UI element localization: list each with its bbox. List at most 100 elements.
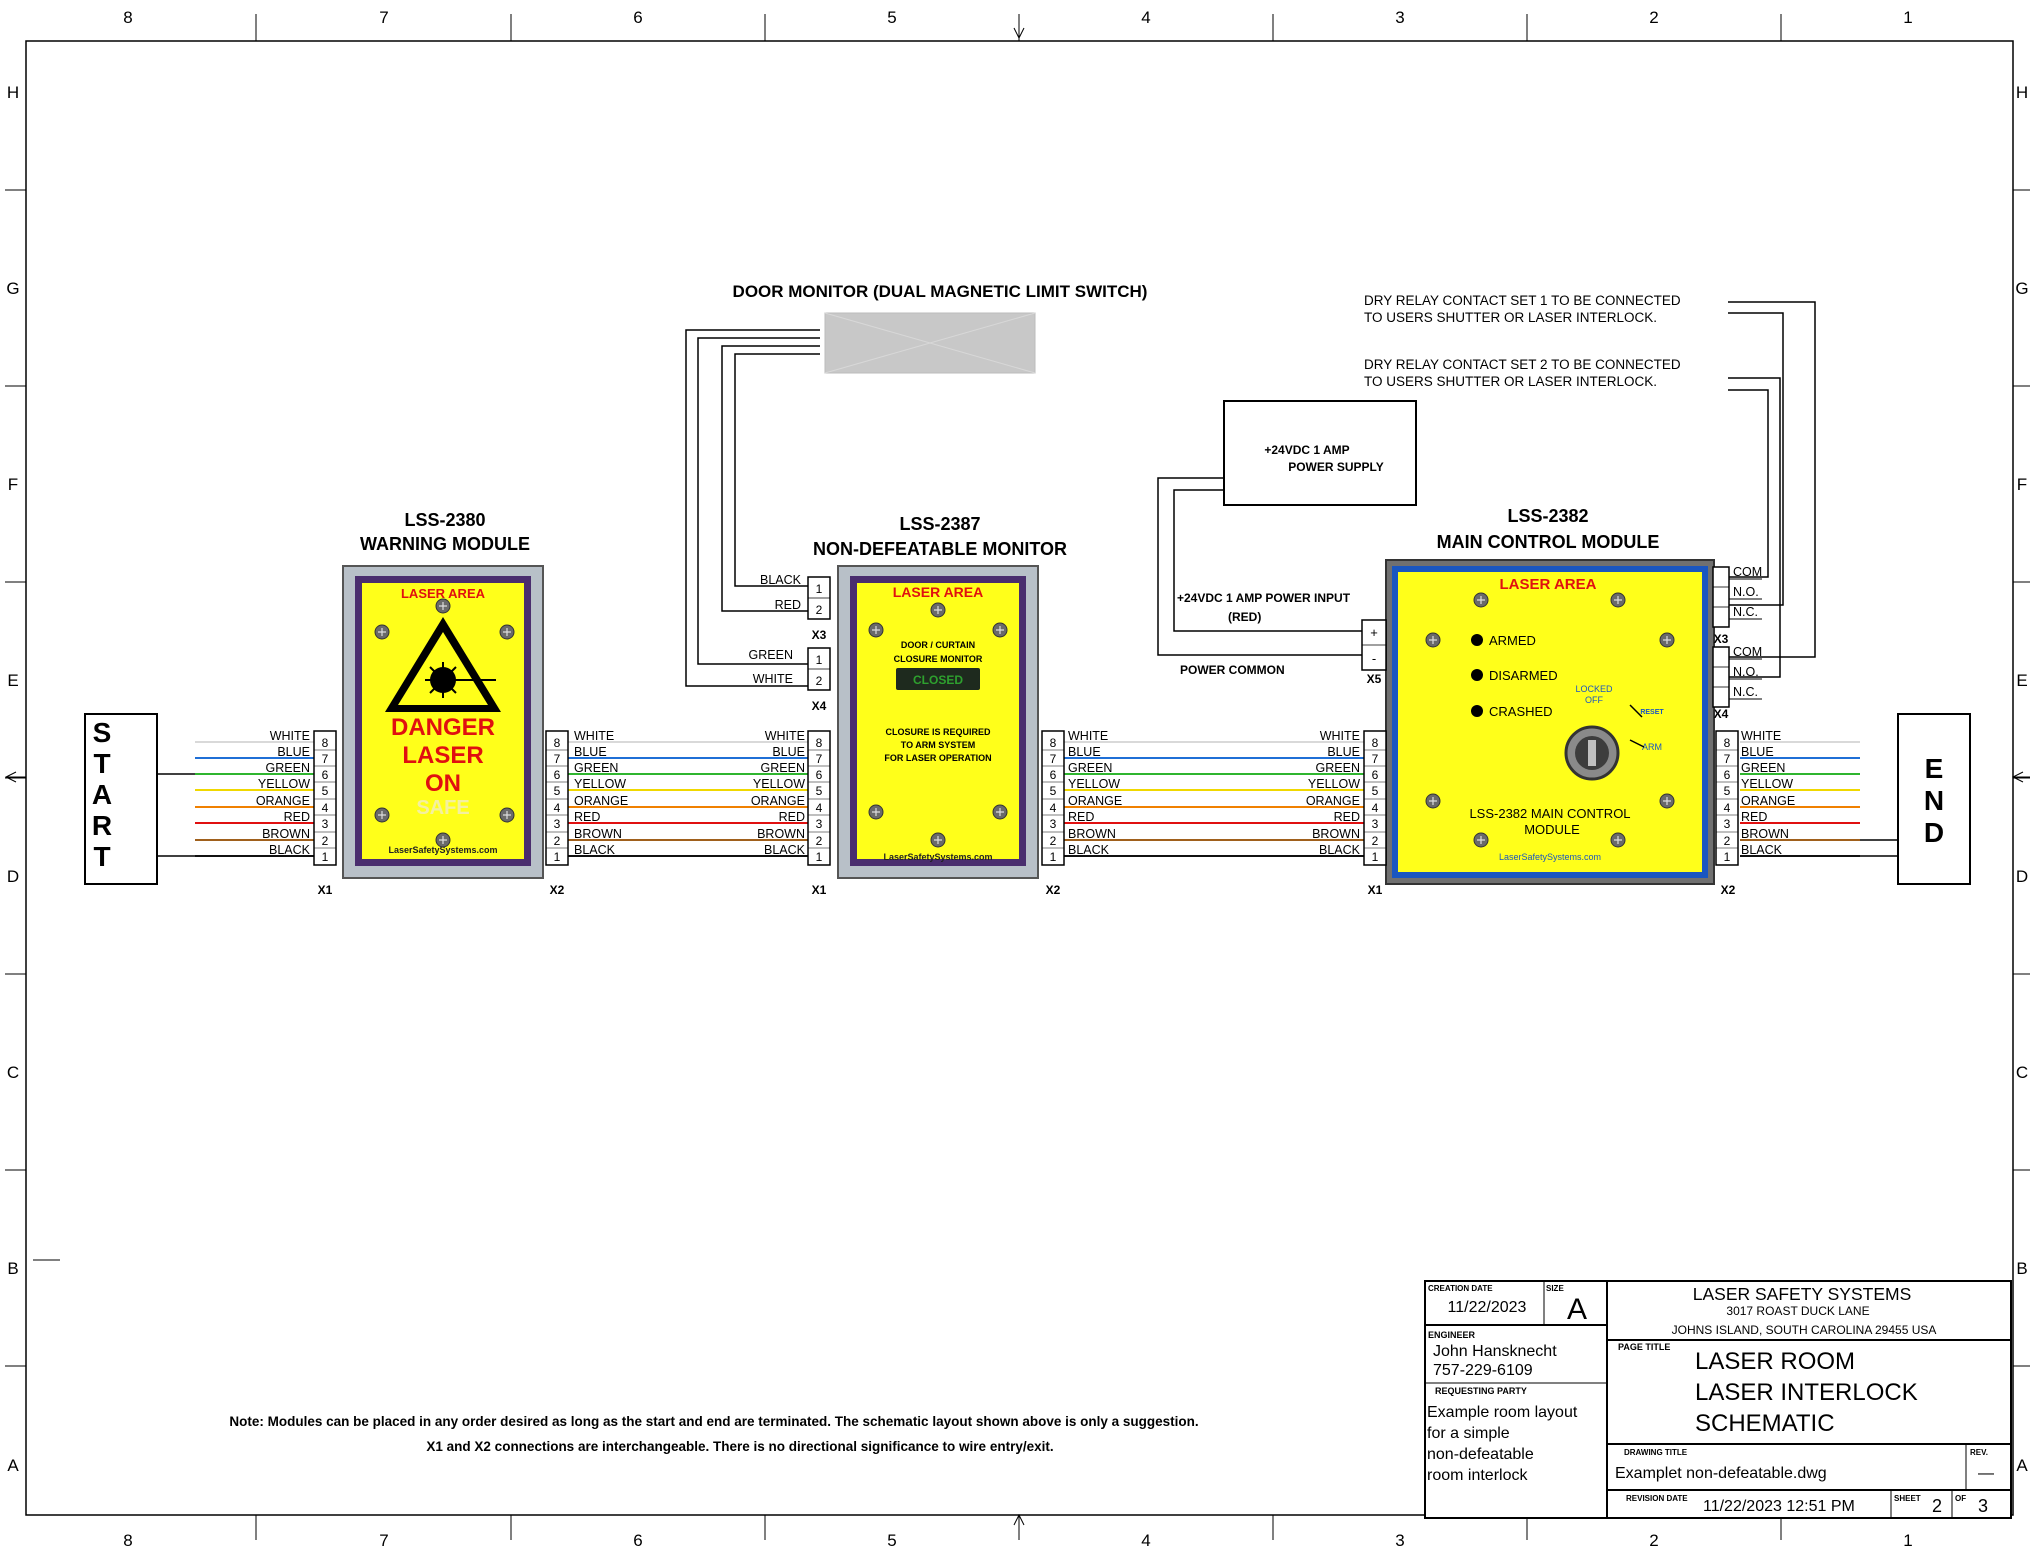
company-address2: JOHNS ISLAND, SOUTH CAROLINA 29455 USA — [1672, 1323, 1937, 1337]
crashed-label: CRASHED — [1489, 704, 1553, 719]
wire-label: WHITE — [1320, 729, 1360, 743]
size-value: A — [1567, 1293, 1587, 1326]
row-label-left: G — [6, 279, 19, 298]
terminal-pin-5: 5 — [816, 784, 823, 798]
requesting-line2: for a simple — [1427, 1425, 1510, 1442]
terminal-pin-2: 2 — [816, 834, 823, 848]
relay-set2-wire — [1727, 377, 1781, 678]
screw-slot — [1614, 596, 1622, 604]
terminal-pin-7: 7 — [554, 752, 561, 766]
warning-module: LSS-2380 WARNING MODULE LASER AREA DANGE… — [342, 510, 544, 879]
terminal-pin-2: 2 — [816, 603, 823, 617]
center-arrow-bottom — [1013, 1513, 1025, 1540]
screw-slot — [439, 836, 447, 844]
row-label-left: A — [7, 1456, 19, 1475]
wire-label: GREEN — [266, 761, 310, 775]
x4-relay-terminal — [1712, 646, 1730, 708]
column-label-top: 5 — [887, 8, 896, 27]
wire-label: BLACK — [764, 843, 806, 857]
page-title-line2: LASER INTERLOCK — [1695, 1379, 1918, 1406]
relay-set1-wire — [1727, 312, 1784, 606]
terminal-pin-2: 2 — [1050, 834, 1057, 848]
wire-label: BROWN — [262, 827, 310, 841]
terminal-pin-3: 3 — [554, 817, 561, 831]
screw-slot — [996, 808, 1004, 816]
terminal-pin-8: 8 — [1372, 736, 1379, 750]
page-title-line1: LASER ROOM — [1695, 1348, 1855, 1375]
wire-label: ORANGE — [256, 794, 310, 808]
terminal-pin-4: 4 — [816, 801, 823, 815]
column-label-bottom: 8 — [123, 1531, 132, 1550]
wire-label: BROWN — [1312, 827, 1360, 841]
terminal-pin-1: 1 — [1050, 850, 1057, 864]
terminal-pin-3: 3 — [1724, 817, 1731, 831]
wire-label: WHITE — [270, 729, 310, 743]
start-letter: R — [92, 810, 112, 841]
terminal-pin-8: 8 — [816, 736, 823, 750]
screw-slot — [378, 811, 386, 819]
wire-label: BLACK — [574, 843, 616, 857]
terminal-plus: + — [1370, 625, 1378, 640]
wire-label: RED — [1741, 810, 1767, 824]
relay-set1-wire — [1727, 301, 1816, 658]
terminal-pin-8: 8 — [1724, 736, 1731, 750]
power-labels: +24VDC 1 AMP POWER INPUT (RED) POWER COM… — [1177, 591, 1351, 677]
screw-slot — [503, 811, 511, 819]
terminal-pin-6: 6 — [1050, 768, 1057, 782]
center-arrow-top — [1013, 14, 1025, 40]
monitor-module-title: LSS-2387 — [899, 514, 980, 534]
wire-label: WHITE — [1741, 729, 1781, 743]
arm-label: ARM — [1642, 742, 1662, 752]
connector-label: X1 — [318, 883, 333, 897]
relay-set2-line1: DRY RELAY CONTACT SET 2 TO BE CONNECTED — [1364, 357, 1681, 372]
terminal-blocks: 87654321X187654321X287654321X187654321X2… — [313, 566, 1739, 897]
x2-terminal — [545, 730, 569, 866]
x1-terminal — [1363, 730, 1387, 866]
wire-label: BLUE — [1741, 745, 1774, 759]
row-label-left: E — [7, 671, 18, 690]
terminal-pin-2: 2 — [322, 834, 329, 848]
note-line1: Note: Modules can be placed in any order… — [229, 1414, 1198, 1429]
screw-slot — [503, 628, 511, 636]
relay-label: N.C. — [1733, 685, 1758, 699]
screw-slot — [934, 836, 942, 844]
x2-terminal — [1715, 730, 1739, 866]
wire-label: ORANGE — [751, 794, 805, 808]
door-monitor-wire — [721, 345, 820, 612]
end-letter: D — [1924, 817, 1944, 848]
screw-slot — [1663, 797, 1671, 805]
column-label-bottom: 4 — [1141, 1531, 1150, 1550]
center-arrow-left — [4, 771, 26, 783]
wire-label: BLACK — [1741, 843, 1783, 857]
screw-slot — [934, 606, 942, 614]
off-label: OFF — [1585, 695, 1603, 705]
wire-label: RED — [574, 810, 600, 824]
connector-label: X4 — [812, 699, 827, 713]
wire-label: BLACK — [1068, 843, 1110, 857]
of-value: 3 — [1978, 1496, 1988, 1516]
main-footer2: MODULE — [1524, 822, 1580, 837]
of-label: OF — [1955, 1494, 1966, 1503]
power-input-label: +24VDC 1 AMP POWER INPUT — [1177, 591, 1351, 605]
x2-terminal — [1041, 730, 1065, 866]
wire-label: GREEN — [761, 761, 805, 775]
wire-label: BLACK — [269, 843, 311, 857]
rev-label: REV. — [1970, 1448, 1988, 1457]
terminal-pin-4: 4 — [554, 801, 561, 815]
connector-label: X2 — [550, 883, 565, 897]
wire-label: YELLOW — [1068, 777, 1120, 791]
column-label-bottom: 7 — [379, 1531, 388, 1550]
requesting-line1: Example room layout — [1427, 1404, 1578, 1421]
screw-slot — [872, 808, 880, 816]
monitor-req3: FOR LASER OPERATION — [884, 753, 991, 763]
wire-label: BLUE — [277, 745, 310, 759]
screw-slot — [1429, 636, 1437, 644]
rev-value: — — [1978, 1465, 1994, 1482]
terminal-pin-4: 4 — [1050, 801, 1057, 815]
engineer-phone: 757-229-6109 — [1433, 1362, 1533, 1379]
title-block: CREATION DATE 11/22/2023 SIZE A ENGINEER… — [1424, 1280, 2012, 1519]
requesting-line4: room interlock — [1427, 1467, 1528, 1484]
row-label-right: H — [2016, 83, 2028, 102]
